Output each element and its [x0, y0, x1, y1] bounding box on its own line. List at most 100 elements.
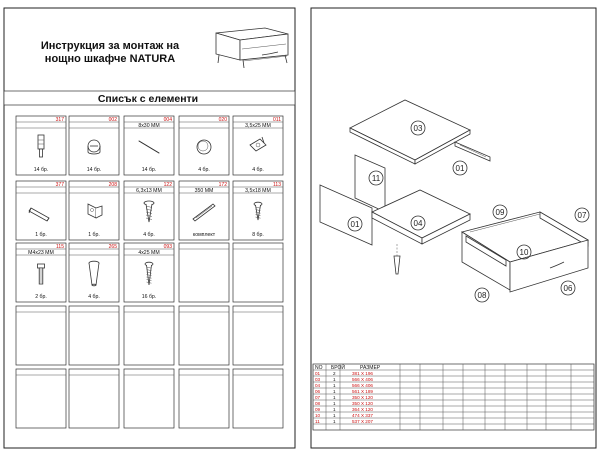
dowel-bolt-icon: [37, 134, 45, 158]
label-01b: 01: [351, 220, 360, 229]
component-code: 377: [56, 182, 65, 188]
label-03: 03: [414, 124, 423, 133]
component-code: 113: [273, 182, 281, 188]
label-circle-07: [574, 207, 590, 223]
row-no: 01: [315, 371, 321, 376]
long-screw-icon: [144, 261, 154, 286]
label-circle-01b: [347, 216, 363, 232]
label-circle-04: [410, 215, 426, 231]
drawer-handle: [549, 261, 565, 269]
label-circle-10: [516, 244, 532, 260]
table-header: NO: [315, 365, 323, 371]
wood-screw-icon: [143, 200, 155, 223]
row-size: 566 X 406: [352, 377, 373, 382]
component-qty: 1 бр.: [35, 232, 47, 238]
left-page-frame: [3, 7, 296, 449]
label-09: 09: [496, 208, 505, 217]
component-cell: 172 350 MM комплект: [178, 180, 230, 241]
row-no: 10: [315, 413, 321, 418]
empty-cell: [232, 368, 284, 429]
table-header: РАЗМЕР: [360, 365, 381, 371]
component-cell: 208 1 бр.: [68, 180, 120, 241]
component-code: 172: [219, 182, 228, 188]
row-size: 474 X 337: [352, 413, 373, 418]
component-code: 020: [219, 117, 228, 123]
right-page: 03 01 11 01 04: [310, 7, 597, 449]
component-qty: 16 бр.: [142, 294, 157, 300]
empty-cell: [178, 368, 230, 429]
component-cell: 002 14 бр.: [68, 115, 120, 176]
row-size: 566 X 406: [352, 383, 373, 388]
drawer-handle-icon: [28, 207, 50, 222]
component-code: 115: [56, 244, 64, 250]
empty-cell: [232, 242, 284, 303]
component-size: 3,5x18 MM: [245, 188, 271, 194]
row-size: 561 X 189: [352, 389, 373, 394]
component-cell: 377 1 бр.: [15, 180, 67, 241]
component-qty: 4 бр.: [88, 294, 100, 300]
left-page: Инструкция за монтаж на нощно шкафче NAT…: [3, 7, 296, 449]
list-title-bar: [3, 90, 296, 106]
table-header: БРОЙ: [331, 363, 345, 371]
corner-bracket-icon: [87, 203, 103, 219]
row-no: 11: [315, 419, 320, 424]
row-qty: 1: [333, 401, 336, 406]
component-qty: 14 бр.: [142, 167, 157, 173]
label-11: 11: [372, 174, 381, 183]
empty-cell: [123, 368, 175, 429]
component-qty: 1 бр.: [88, 232, 100, 238]
label-08: 08: [478, 291, 487, 300]
wooden-dowel-icon: [138, 140, 160, 154]
row-no: 03: [315, 377, 321, 382]
empty-cell: [178, 242, 230, 303]
component-code: 093: [164, 244, 173, 250]
component-code: 002: [109, 117, 118, 123]
empty-cell: [15, 305, 67, 366]
exploded-assembly-diagram: 03 01 11 01 04: [319, 99, 590, 303]
row-size: 350 X 120: [352, 401, 373, 406]
empty-cell: [68, 368, 120, 429]
label-04: 04: [414, 219, 423, 228]
empty-cell: [123, 305, 175, 366]
label-circle-03: [410, 120, 426, 136]
row-size: 381 X 196: [352, 371, 373, 376]
label-06: 06: [564, 284, 573, 293]
row-qty: 1: [333, 419, 336, 424]
row-size: 350 X 120: [352, 395, 373, 400]
label-01a: 01: [456, 164, 465, 173]
row-qty: 1: [333, 389, 336, 394]
component-qty: 14 бр.: [87, 167, 102, 173]
panel-04: [371, 189, 471, 239]
row-qty: 2: [333, 371, 336, 376]
component-code: 122: [164, 182, 173, 188]
list-title: Списък с елементи: [98, 93, 198, 105]
row-qty: 1: [333, 383, 336, 388]
row-no: 04: [315, 383, 321, 388]
row-qty: 1: [333, 407, 336, 412]
empty-cell: [68, 305, 120, 366]
component-code: 208: [109, 182, 118, 188]
furniture-leg-icon: [88, 260, 100, 287]
component-code: 317: [56, 117, 65, 123]
label-07: 07: [578, 211, 587, 220]
component-qty: комплект: [193, 232, 216, 238]
component-size: 350 MM: [195, 188, 214, 194]
